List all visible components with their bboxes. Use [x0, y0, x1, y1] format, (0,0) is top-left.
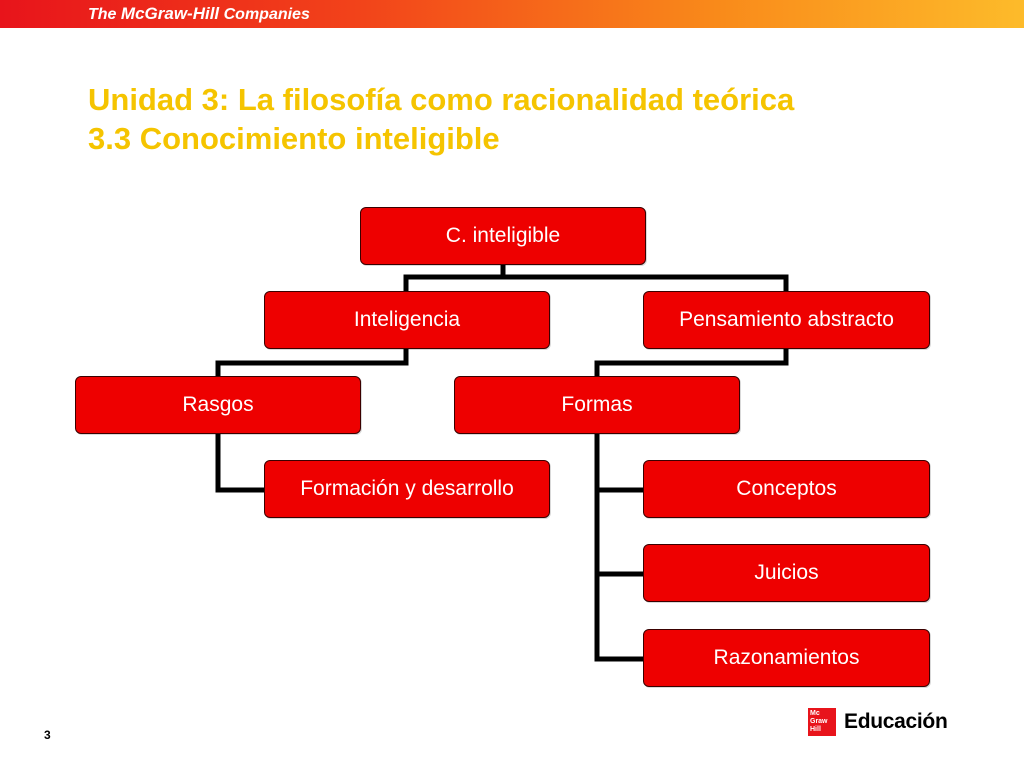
node-c-inteligible: C. inteligible — [360, 207, 646, 265]
header-logo-brand: McGraw-Hill — [120, 4, 220, 23]
node-rasgos: Rasgos — [75, 376, 361, 434]
logo-box-line-3: Hill — [810, 726, 821, 733]
header-bar: The McGraw-Hill Companies — [0, 0, 1024, 28]
page-number: 3 — [44, 728, 51, 742]
node-formacion-y-desarrollo: Formación y desarrollo — [264, 460, 550, 518]
logo-box-line-1: Mc — [810, 710, 820, 717]
header-logo-suffix: Companies — [223, 6, 310, 23]
connector-inteligencia-rasgos — [215, 346, 409, 379]
logo-box-line-2: Graw — [810, 718, 828, 725]
node-razonamientos: Razonamientos — [643, 629, 930, 687]
node-formas: Formas — [454, 376, 740, 434]
connector-pensamiento-formas — [594, 346, 789, 379]
node-pensamiento-abstracto: Pensamiento abstracto — [643, 291, 930, 349]
node-conceptos: Conceptos — [643, 460, 930, 518]
node-inteligencia: Inteligencia — [264, 291, 550, 349]
slide-title-line1: Unidad 3: La filosofía como racionalidad… — [88, 82, 795, 117]
mcgraw-hill-logo-box: Mc Graw Hill — [808, 708, 836, 736]
slide-title: Unidad 3: La filosofía como racionalidad… — [88, 80, 794, 158]
header-logo: The McGraw-Hill Companies — [88, 4, 310, 24]
connector-formas-children — [594, 430, 647, 662]
header-logo-prefix: The — [88, 6, 117, 23]
connector-rasgos-formacion — [215, 430, 268, 493]
node-juicios: Juicios — [643, 544, 930, 602]
educacion-logo-text: Educación — [844, 710, 948, 733]
connector-root-children — [403, 261, 789, 294]
slide-title-line2: 3.3 Conocimiento inteligible — [88, 121, 500, 156]
